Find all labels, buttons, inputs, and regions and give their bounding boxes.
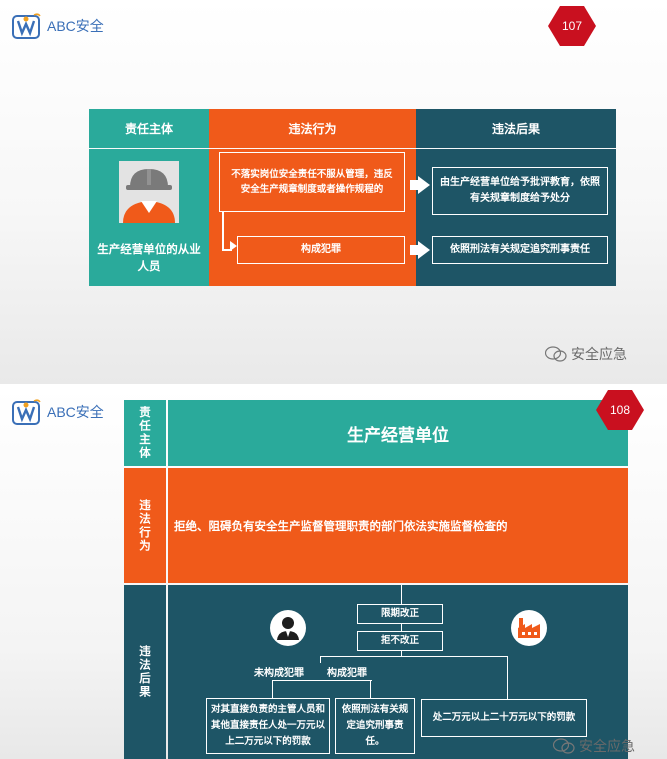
worker-icon [119,161,179,223]
flow-line [272,680,372,681]
flow-line [401,651,402,656]
slide-107: ABC安全 107 责任主体 违法行为 违法后果 生产经营单位的从业人员 不落实… [0,0,667,384]
wechat-icon [553,738,575,754]
flow-line [320,656,321,663]
header-act: 违法行为 [209,109,416,148]
consequence-box-2: 依照刑法有关规定追究刑事责任 [432,236,608,264]
flow-line [401,585,402,605]
result-persons-fine: 对其直接负责的主管人员和其他直接责任人处一万元以上二万元以下的罚款 [206,698,330,754]
arrow-right-icon [418,241,430,259]
act-content: 拒绝、阻碍负有安全生产监督管理职责的部门依法实施监督检查的 [168,468,628,583]
factory-icon [511,610,547,646]
flow-line [370,680,371,698]
flow-line [320,656,508,657]
logo-text: ABC安全 [47,18,104,34]
connector-arrow [230,241,237,251]
subject-cell: 生产经营单位的从业人员 [89,149,209,286]
watermark: 安全应急 [545,344,627,364]
flow-line [272,680,273,698]
branch-crime: 构成犯罪 [327,668,367,679]
result-criminal: 依照刑法有关规定追究刑事责任。 [335,698,415,754]
arrow-right-icon [418,176,430,194]
flow-step-refuse: 拒不改正 [357,631,443,651]
watermark-text: 安全应急 [579,739,635,755]
slide-108: ABC安全 责任主体 违法行为 违法后果 生产经营单位 拒绝、阻碍负有安全生产监… [0,388,667,759]
subject-label: 生产经营单位的从业人员 [97,242,201,273]
header-subject: 责任主体 [89,109,209,148]
watermark: 安全应急 [553,736,635,756]
act-box-1: 不落实岗位安全责任不服从管理，违反安全生产规章制度或者操作规程的 [219,152,405,212]
row-label-subject: 责任主体 [124,400,166,466]
page-number-badge: 107 [548,6,596,46]
logo: ABC安全 [12,12,104,40]
row-label-consequence: 违法后果 [124,585,166,759]
branch-not-crime: 未构成犯罪 [254,668,304,679]
act-box-2: 构成犯罪 [237,236,405,264]
flow-step-deadline: 限期改正 [357,604,443,624]
logo-icon [12,399,41,425]
result-unit-fine: 处二万元以上二十万元以下的罚款 [421,699,587,737]
person-icon [270,610,306,646]
consequence-content [168,585,628,759]
watermark-text: 安全应急 [571,347,627,363]
subject-content: 生产经营单位 [168,400,628,466]
flow-line [401,624,402,631]
header-consequence: 违法后果 [416,109,616,148]
logo: ABC安全 [12,398,104,426]
consequence-box-1: 由生产经营单位给予批评教育，依照有关规章制度给予处分 [432,167,608,215]
row-label-act: 违法行为 [124,468,166,583]
connector-line [222,212,224,250]
arrow-stem [410,245,418,255]
arrow-stem [410,180,418,190]
logo-text: ABC安全 [47,404,104,420]
logo-icon [12,13,41,39]
flow-line [507,656,508,699]
wechat-icon [545,346,567,362]
connector-line [222,249,232,251]
